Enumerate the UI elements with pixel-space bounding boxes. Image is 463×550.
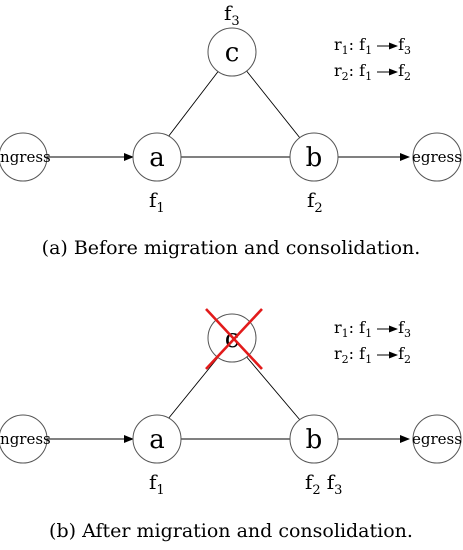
- node-c: c: [207, 27, 257, 77]
- edge-a-c: [167, 354, 221, 420]
- annotation-a-function: f1: [149, 188, 165, 216]
- node-egress-label: egress: [412, 430, 462, 448]
- edge-c-b: [244, 354, 301, 421]
- removed-node-cross-icon: [205, 308, 263, 370]
- annotation-c-function: f3: [224, 1, 240, 29]
- caption-b: (b) After migration and consolidation.: [49, 520, 413, 542]
- annotation-a-function: f1: [149, 470, 165, 498]
- node-c-label: c: [225, 324, 240, 354]
- edge-c-b: [244, 68, 301, 139]
- caption-a: (a) Before migration and consolidation.: [42, 237, 421, 259]
- node-c-label: c: [225, 38, 240, 68]
- annotation-b-function: f2: [307, 188, 323, 216]
- node-a-label: a: [149, 425, 165, 455]
- node-egress: egress: [412, 132, 462, 182]
- node-ingress-label: ingress: [0, 430, 51, 448]
- node-ingress: ingress: [0, 132, 51, 182]
- node-a: a: [132, 132, 182, 182]
- node-a-label: a: [149, 143, 165, 173]
- node-egress-label: egress: [412, 148, 462, 166]
- node-b: b: [289, 132, 339, 182]
- node-b: b: [289, 414, 339, 464]
- node-b-label: b: [306, 143, 323, 173]
- node-b-label: b: [306, 425, 323, 455]
- edge-a-c: [167, 68, 221, 138]
- node-a: a: [132, 414, 182, 464]
- node-ingress-label: ingress: [0, 148, 51, 166]
- node-ingress: ingress: [0, 414, 51, 464]
- node-egress: egress: [412, 414, 462, 464]
